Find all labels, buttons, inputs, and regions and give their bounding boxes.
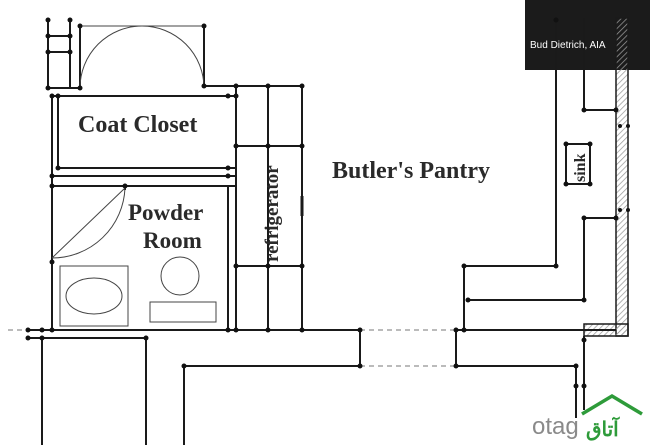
powder-room-door bbox=[51, 187, 126, 259]
toilet-fixture bbox=[59, 265, 129, 327]
credit-label: Bud Dietrich, AIA bbox=[530, 40, 606, 51]
watermark-latin: otag bbox=[532, 413, 579, 440]
vanity-sink-fixture bbox=[149, 256, 217, 323]
house-roof-icon bbox=[581, 393, 643, 416]
pantry-cabinets bbox=[463, 18, 616, 330]
exterior-wall-right bbox=[615, 17, 629, 337]
lower-walls bbox=[8, 329, 616, 445]
watermark-logo: otag آتاق bbox=[532, 393, 643, 441]
coat-closet-label: Coat Closet bbox=[78, 112, 197, 138]
powder-room-label-line1: Powder bbox=[128, 200, 203, 225]
junction-nodes bbox=[25, 17, 630, 389]
sink-label: sink bbox=[572, 153, 589, 182]
corner-shade bbox=[525, 0, 650, 70]
coat-closet-walls bbox=[47, 20, 236, 187]
refrigerator-label: refrigerator bbox=[262, 165, 283, 262]
butlers-pantry-label: Butler's Pantry bbox=[332, 158, 490, 184]
closet-double-doors bbox=[79, 25, 205, 89]
watermark-arabic: آتاق bbox=[586, 416, 620, 441]
powder-room-label-line2: Room bbox=[143, 228, 202, 253]
